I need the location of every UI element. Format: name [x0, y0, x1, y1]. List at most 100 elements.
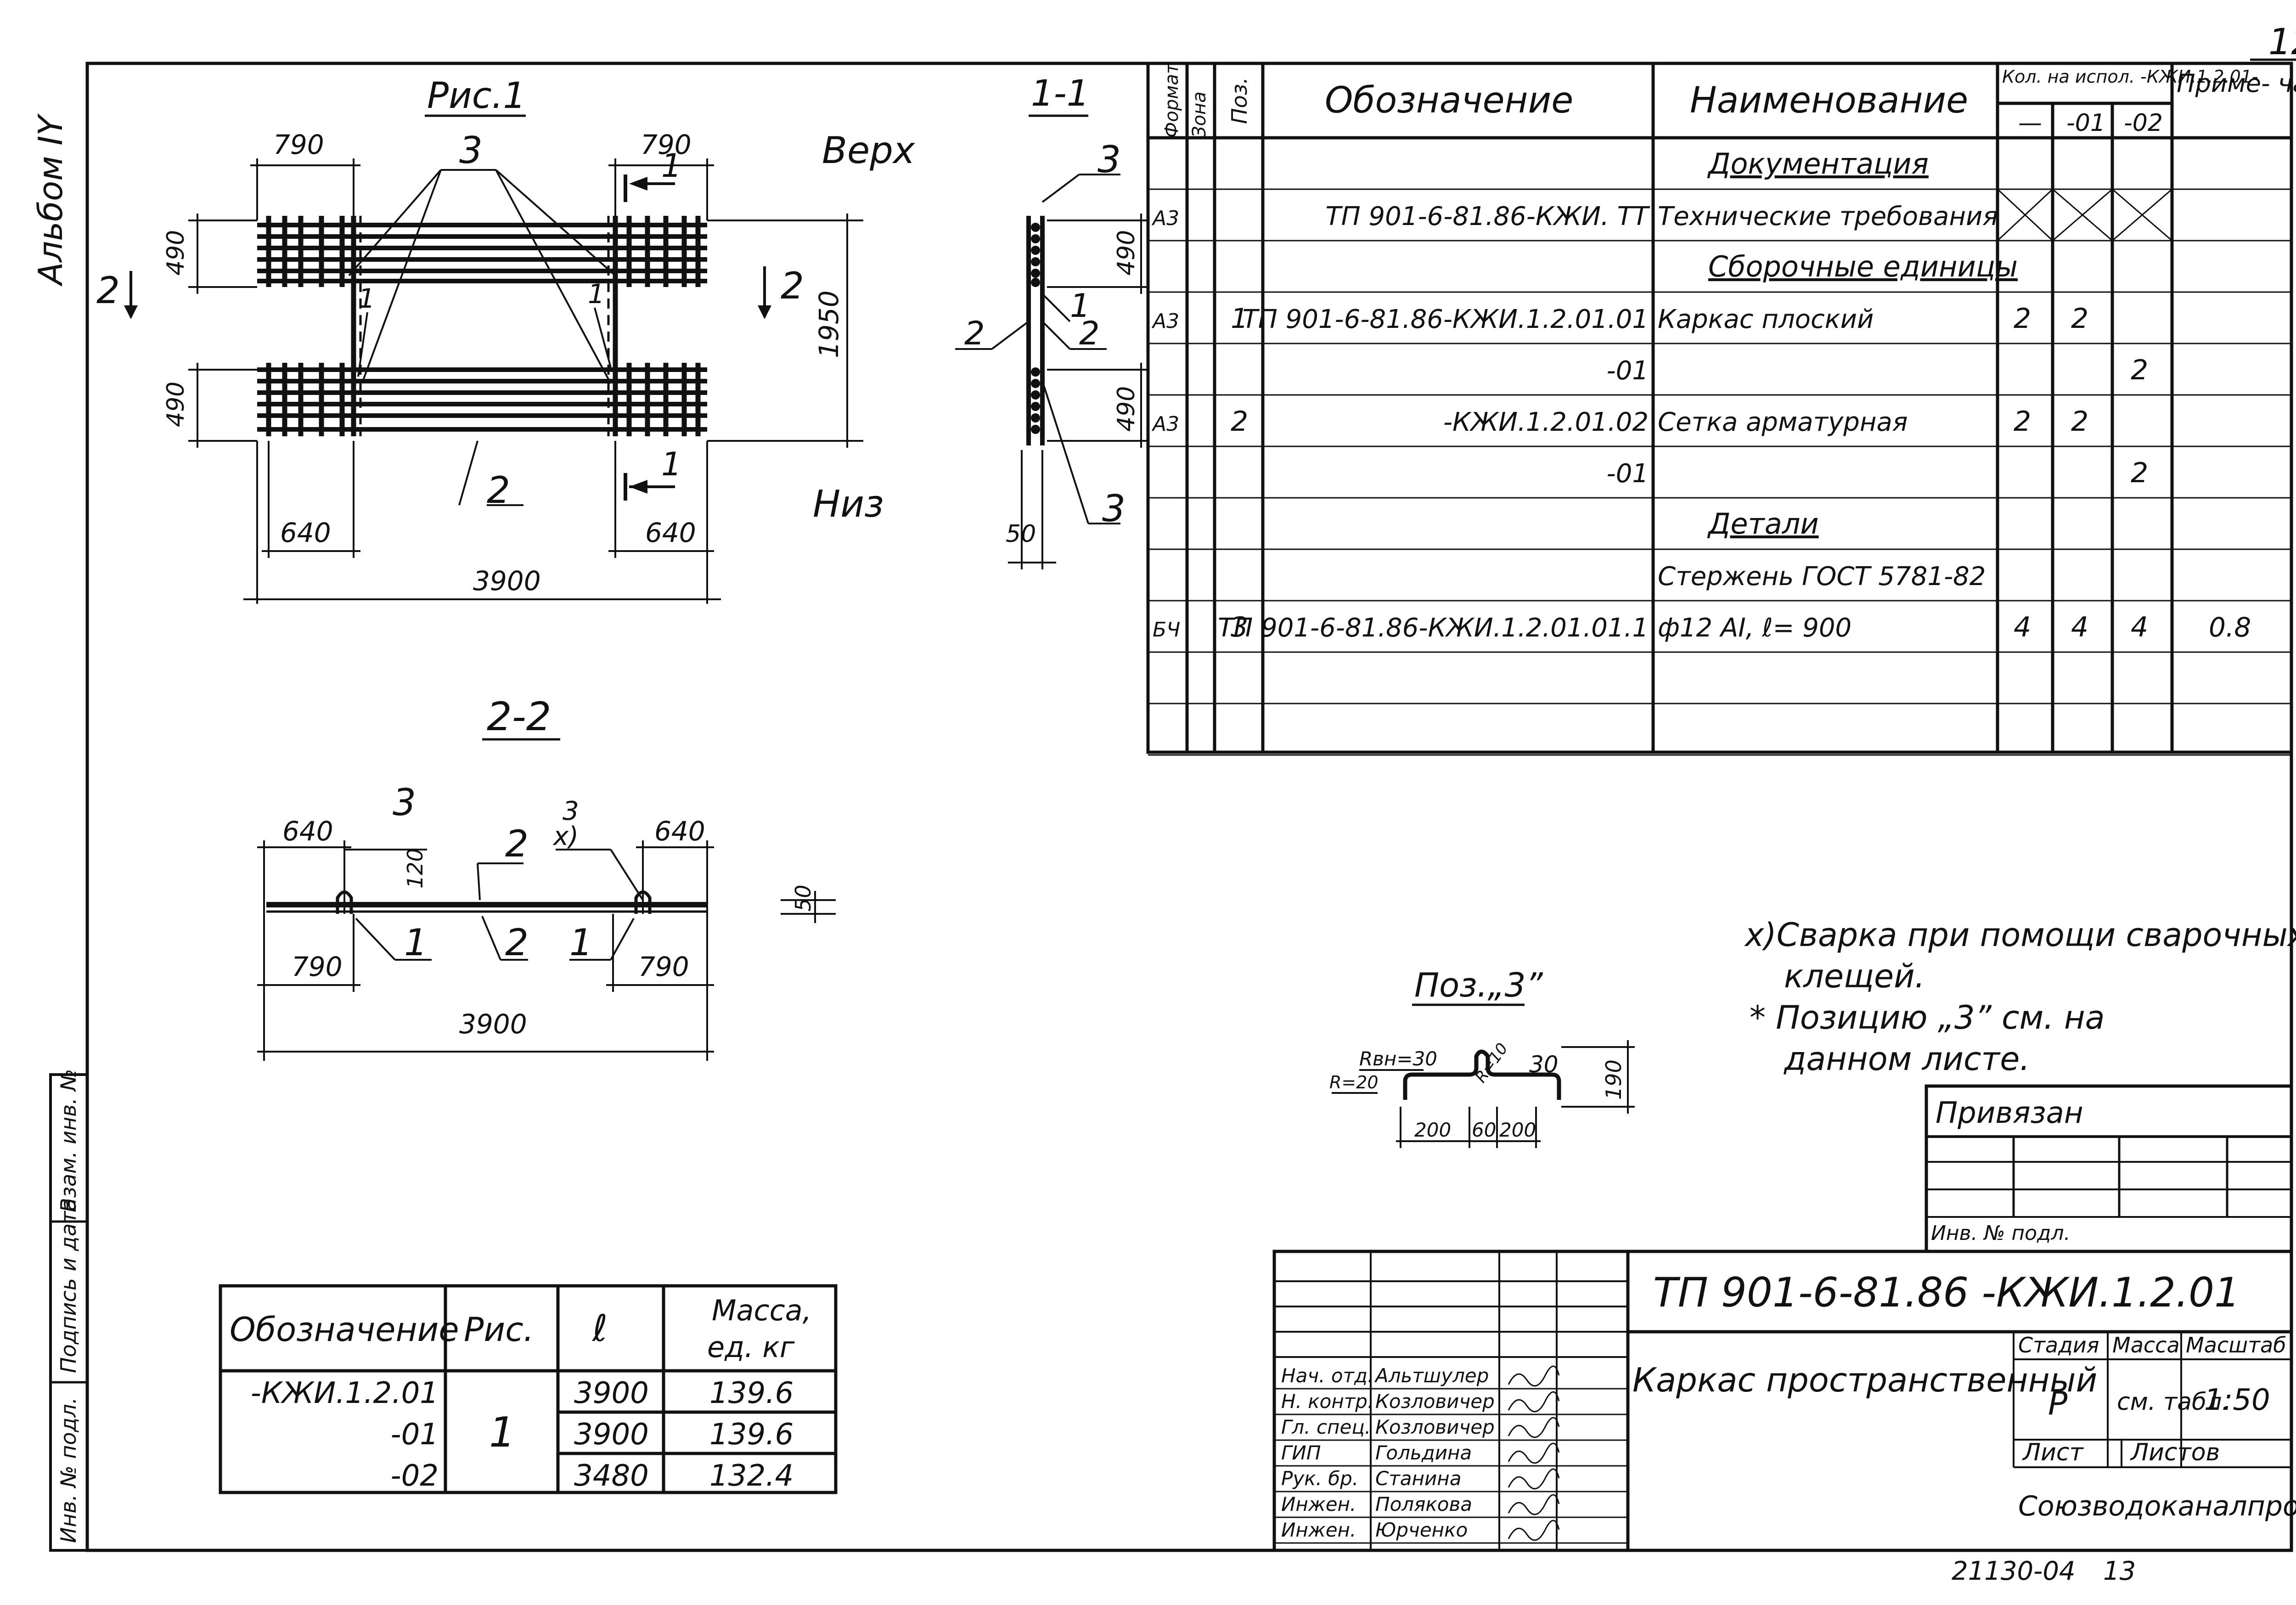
spec-designation: ТП 901-6-81.86-КЖИ.1.2.01.01	[1242, 304, 1649, 334]
svg-text:—: —	[2018, 109, 2042, 137]
sec11-title: 1-1	[1031, 73, 1089, 114]
svg-text:2: 2	[505, 822, 529, 865]
spec-qty-c: 2	[2131, 457, 2148, 489]
svg-text:50: 50	[1006, 520, 1036, 548]
svg-text:2: 2	[964, 315, 985, 352]
mass-row-length: 3480	[574, 1459, 649, 1493]
signature-mark	[1508, 1391, 1560, 1413]
svg-text:1: 1	[1070, 287, 1091, 325]
svg-text:Обозначение: Обозначение	[1325, 80, 1573, 121]
sheet-number: 12	[2268, 22, 2296, 63]
bottom-label: Низ	[813, 483, 884, 525]
mass-row-mass: 132.4	[709, 1459, 793, 1493]
spec-name: Каркас плоский	[1658, 304, 1874, 334]
section-2-2: 2-2	[257, 694, 836, 1061]
svg-text:30: 30	[1529, 1051, 1559, 1078]
notes: х)Сварка при помощи сварочных клещей. * …	[1744, 916, 2296, 1078]
svg-text:3900: 3900	[473, 565, 541, 597]
top-label: Верх	[822, 129, 916, 172]
spec-designation: ТП 901-6-81.86-КЖИ. ТТ	[1325, 202, 1650, 231]
svg-text:1: 1	[569, 921, 593, 964]
title-name: Каркас пространственный	[1632, 1361, 2097, 1399]
svg-text:1: 1	[661, 445, 682, 483]
spec-format: А3	[1151, 310, 1179, 333]
spec-designation: -01	[1607, 356, 1649, 386]
figure-1: Рис.1 Верх Низ	[96, 75, 916, 604]
section-1-1: 1-1	[955, 73, 1148, 569]
org-name: Союзводоканалпроект	[2018, 1490, 2296, 1522]
svg-text:-02: -02	[2124, 109, 2163, 137]
person-name: Юрченко	[1375, 1519, 1468, 1541]
svg-text:1: 1	[661, 147, 682, 185]
svg-text:790: 790	[273, 129, 324, 160]
svg-text:* Позицию „3” см. на: * Позицию „3” см. на	[1750, 999, 2105, 1036]
svg-text:640: 640	[645, 517, 696, 548]
signature-mark	[1508, 1442, 1560, 1464]
svg-text:Масса: Масса	[2112, 1333, 2180, 1357]
svg-text:2: 2	[96, 269, 120, 312]
svg-text:790: 790	[641, 129, 692, 160]
svg-text:3: 3	[459, 129, 483, 172]
svg-text:Инв. № подл.: Инв. № подл.	[1931, 1222, 2071, 1245]
album-label: Альбом IY	[31, 113, 70, 287]
svg-text:2: 2	[781, 265, 804, 307]
signature-mark	[1508, 1468, 1560, 1490]
spec-name: Технические требования	[1658, 202, 1998, 231]
svg-text:Приме- чание: Приме- чание	[2177, 69, 2296, 98]
stamp-replace-inv: Взам. инв. №	[56, 1069, 81, 1212]
spec-pos: 1	[1231, 303, 1248, 335]
mass-row-length: 3900	[574, 1418, 649, 1452]
spec-qty-a: 4	[2014, 611, 2031, 643]
person-role: Нач. отд.	[1281, 1364, 1373, 1387]
spec-name: Документация	[1707, 147, 1929, 180]
svg-text:640: 640	[654, 816, 705, 847]
person-role: ГИП	[1281, 1442, 1321, 1464]
mass-row-mass: 139.6	[709, 1418, 793, 1452]
svg-text:Лист: Лист	[2022, 1439, 2084, 1466]
svg-text:Формат: Формат	[1161, 62, 1182, 138]
footer-page: 13	[2103, 1556, 2136, 1586]
person-name: Альтшулер	[1374, 1364, 1489, 1387]
spec-pos: 3	[1231, 611, 1248, 643]
title-block: ТП 901-6-81.86 -КЖИ.1.2.01 Каркас простр…	[1272, 1250, 2296, 1552]
svg-text:Наименование: Наименование	[1690, 80, 1968, 121]
svg-text:Зона: Зона	[1189, 91, 1210, 138]
person-role: Рук. бр.	[1281, 1467, 1358, 1490]
svg-text:1: 1	[404, 921, 428, 964]
svg-text:Листов: Листов	[2130, 1439, 2220, 1466]
svg-text:Рис.: Рис.	[464, 1310, 534, 1349]
spec-name: Стержень ГОСТ 5781-82	[1658, 562, 1986, 591]
spec-note: 0.8	[2209, 612, 2251, 643]
spec-format: А3	[1151, 412, 1179, 436]
mass-row-mass: 139.6	[709, 1376, 793, 1410]
spec-qty-b: 4	[2071, 611, 2088, 643]
title-code: ТП 901-6-81.86 -КЖИ.1.2.01	[1653, 1269, 2240, 1316]
signature-mark	[1508, 1494, 1560, 1515]
person-role: Н. контр.	[1281, 1390, 1373, 1413]
svg-text:R=20: R=20	[1329, 1072, 1379, 1093]
svg-text:Стадия: Стадия	[2018, 1333, 2099, 1357]
svg-text:3: 3	[563, 796, 579, 826]
mass-row-length: 3900	[574, 1376, 649, 1410]
fig1-title: Рис.1	[427, 75, 526, 117]
svg-text:2: 2	[487, 469, 510, 512]
spec-name: Детали	[1707, 507, 1819, 541]
signature-mark	[1508, 1417, 1560, 1438]
signature-mark	[1508, 1365, 1560, 1387]
svg-text:1: 1	[358, 283, 375, 314]
spec-qty-a: 2	[2014, 303, 2031, 335]
person-role: Инжен.	[1281, 1493, 1356, 1515]
mass-row-code: -02	[390, 1459, 439, 1493]
svg-text:2: 2	[1079, 315, 1100, 352]
svg-text:1: 1	[489, 1408, 515, 1457]
sec22-title: 2-2	[487, 694, 551, 740]
svg-text:х): х)	[552, 822, 579, 851]
svg-text:х)Сварка при помощи сварочных: х)Сварка при помощи сварочных	[1744, 916, 2296, 954]
svg-text:Привязан: Привязан	[1936, 1096, 2083, 1130]
svg-text:3: 3	[1102, 487, 1125, 530]
svg-text:ед. кг: ед. кг	[707, 1330, 795, 1364]
spec-qty-a: 2	[2014, 405, 2031, 438]
svg-text:3: 3	[393, 781, 416, 824]
person-name: Станина	[1375, 1467, 1461, 1490]
spec-designation: -01	[1607, 459, 1649, 489]
